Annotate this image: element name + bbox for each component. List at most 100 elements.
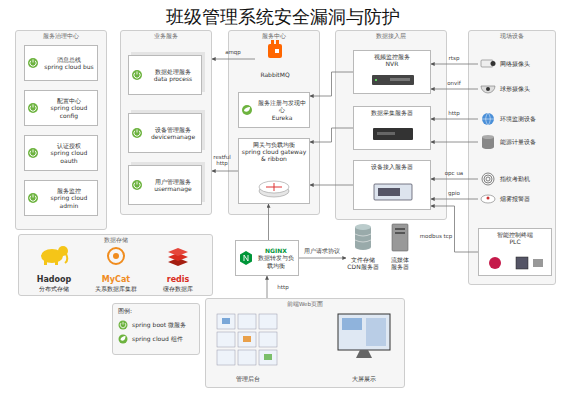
rabbitmq-icon — [276, 40, 279, 46]
smoke-detector-icon — [487, 197, 490, 200]
connector — [431, 199, 478, 200]
spring-cloud-icon — [244, 107, 250, 112]
connector-label: http — [448, 110, 459, 116]
node-title: 环境监测设备 — [500, 115, 536, 122]
nvr-device — [390, 78, 410, 81]
spring-boot-icon — [28, 103, 38, 113]
node-title: 大屏展示 — [352, 375, 376, 382]
database-icon — [482, 135, 494, 139]
spring-boot-icon — [28, 103, 38, 113]
spring-boot-icon — [132, 128, 142, 138]
connector-label: 用户请求协议 — [304, 248, 340, 254]
node-title: 数据采集服务器 — [371, 109, 413, 116]
connector-label: rtsp — [449, 55, 460, 61]
dome-camera-icon — [481, 86, 495, 93]
group-panel: 服务中心RabbitMQ服务注册与发现中心Eureka网关与负载均衡spring… — [228, 30, 320, 215]
node-title: 设备管理服务 — [155, 126, 191, 133]
spring-boot-icon — [132, 180, 142, 190]
database-stack-icon — [355, 224, 371, 230]
node-title: 前端Web页面 — [287, 301, 323, 308]
hadoop-logo — [55, 260, 58, 265]
node-title: 文件存储 — [351, 256, 375, 263]
server-device — [373, 128, 413, 140]
spring-boot-icon — [28, 193, 38, 203]
node-title: 智能控制终端 — [497, 231, 533, 238]
fingerprint-icon — [482, 173, 494, 185]
database-stack-icon — [355, 227, 371, 247]
redis-logo — [168, 248, 188, 256]
legend-entry: spring cloud 组件 — [118, 334, 194, 344]
storage-logo: Hadoop分布式存储 — [25, 244, 83, 292]
connector — [299, 258, 346, 259]
node-subtitle: 缓存数据库 — [163, 285, 193, 292]
device-item: 网络摄像头 — [478, 55, 552, 73]
node-title: 视频监控服务 — [374, 53, 410, 60]
connector-label: onvif — [447, 80, 461, 86]
node-title: 网络摄像头 — [500, 60, 530, 67]
node-title: 服务监控 — [57, 187, 81, 194]
connector — [431, 142, 478, 143]
controller-icons — [516, 257, 528, 269]
spring-boot-icon — [30, 61, 36, 66]
connector — [431, 179, 478, 180]
node-title: 能源计量设备 — [500, 138, 536, 145]
nginx-logo — [240, 251, 252, 265]
legend-icon — [118, 334, 128, 344]
spring-boot-icon — [30, 196, 36, 201]
connector — [212, 171, 238, 172]
node-title: 服务治理中心 — [43, 33, 79, 40]
node-subtitle: 服务器 — [391, 263, 409, 270]
rabbitmq-icon — [275, 49, 279, 53]
device-service-box: 数据采集服务器 — [353, 106, 431, 150]
spring-boot-icon — [28, 193, 38, 203]
node-subtitle: data process — [154, 75, 192, 82]
group-panel: 数据接入层视频监控服务NVR数据采集服务器设备接入服务器 — [335, 30, 447, 220]
connector — [431, 206, 478, 252]
component-box: 消息总线spring cloud bus — [24, 45, 98, 81]
spring-boot-icon — [33, 194, 34, 197]
group-panel: 前端Web页面管理后台大屏展示 — [205, 298, 405, 388]
frontend-view: 大屏展示 — [330, 310, 398, 382]
spring-boot-icon — [28, 148, 38, 158]
node-title: 用户管理服务 — [155, 178, 191, 185]
database-icon — [482, 137, 494, 147]
node-title: 消息总线 — [57, 56, 81, 63]
monitor-icon — [342, 318, 362, 330]
nvr-device — [375, 79, 377, 81]
spring-boot-icon — [132, 180, 142, 190]
smoke-detector-icon — [481, 195, 495, 203]
nvr-device — [372, 75, 414, 85]
node-subtitle: 数据转发与负载均衡 — [256, 254, 296, 268]
storage-node: 文件存储CDN服务器 — [346, 222, 380, 270]
nginx-logo — [240, 251, 252, 265]
spring-boot-icon — [33, 149, 34, 152]
rabbitmq-icon — [271, 40, 274, 46]
connector-label: http — [277, 284, 288, 290]
nginx-logo — [244, 255, 248, 261]
node-subtitle: usermanage — [154, 185, 191, 192]
connector-label: amqp — [225, 49, 241, 55]
spring-boot-icon — [28, 148, 38, 158]
device-item: 指纹考勤机 — [478, 170, 552, 188]
spring-boot-icon — [137, 129, 138, 132]
database-icon — [482, 135, 494, 149]
legend-title: 图例: — [118, 307, 194, 316]
legend-icon-glyph — [120, 322, 126, 328]
node-subtitle: spring cloud admin — [43, 194, 95, 208]
spring-cloud-icon — [242, 105, 252, 115]
server-device — [377, 132, 395, 135]
connector — [212, 59, 255, 60]
node-subtitle: CDN服务器 — [347, 263, 378, 270]
node-title: 球形摄像头 — [500, 85, 530, 92]
connector-label: gpio — [448, 190, 460, 196]
connector — [310, 128, 353, 142]
connector-label: restful http — [208, 154, 236, 166]
mycat-logo — [113, 253, 119, 259]
monitor-icon — [338, 314, 390, 358]
legend-box: 图例:spring boot 微服务spring cloud 组件 — [112, 303, 200, 355]
spring-boot-icon — [33, 104, 34, 107]
admin-tiles — [222, 318, 230, 324]
node-title: 业务服务 — [154, 33, 178, 40]
legend-icon-disc — [119, 335, 128, 344]
database-stack-icon — [355, 244, 371, 250]
